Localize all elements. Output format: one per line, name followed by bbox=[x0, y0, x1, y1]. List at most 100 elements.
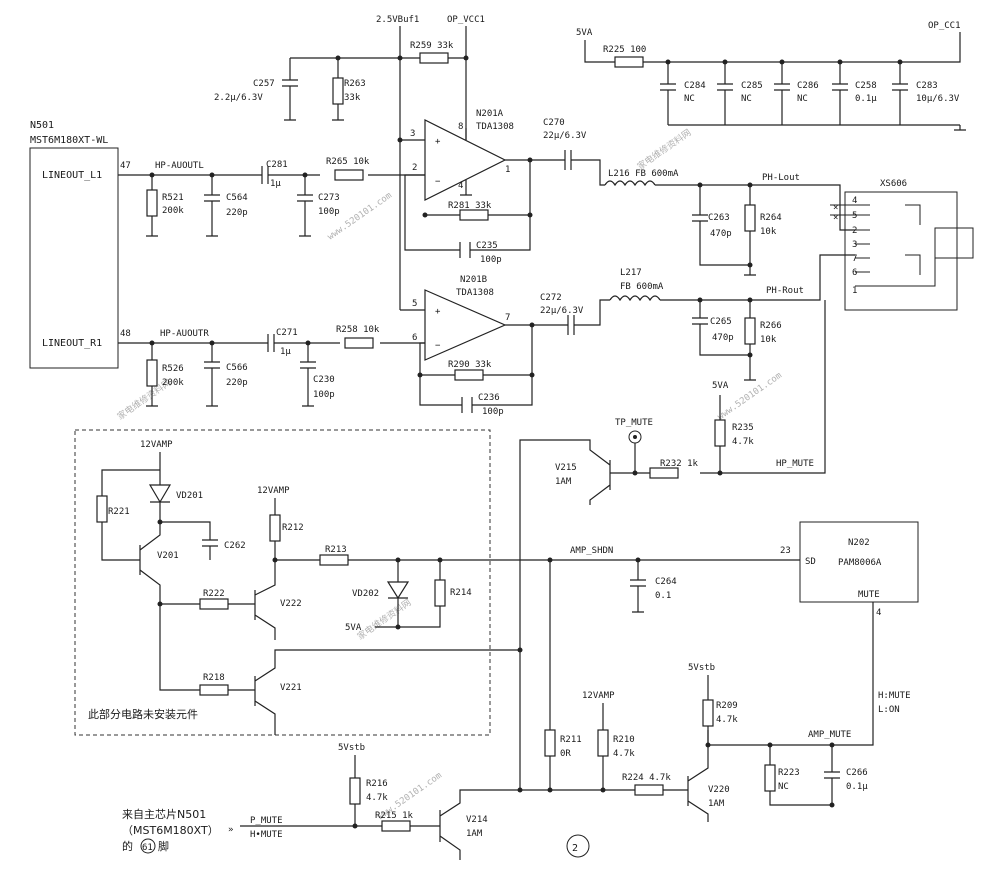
label-v214: V214 bbox=[466, 815, 488, 825]
note-from-chip-pin: 61 bbox=[142, 843, 153, 853]
label-r225: R225 100 bbox=[603, 45, 646, 55]
xs606-pin1: 1 bbox=[852, 286, 857, 296]
label-r216: R216 bbox=[366, 779, 388, 789]
note-not-installed: 此部分电路未安装元件 bbox=[88, 707, 198, 721]
net-12vamp-3: 12VAMP bbox=[582, 691, 615, 701]
label-v222: V222 bbox=[280, 599, 302, 609]
xs606-pin4: 4 bbox=[852, 196, 857, 206]
resistor-r221 bbox=[96, 495, 108, 523]
label-c284: C284 bbox=[684, 81, 706, 91]
label-r222: R222 bbox=[203, 589, 225, 599]
inductor-l217 bbox=[609, 295, 661, 302]
resistor-r265 bbox=[334, 169, 364, 181]
label-c236: C236 bbox=[478, 393, 500, 403]
value-c286: NC bbox=[797, 94, 808, 104]
label-r224: R224 4.7k bbox=[622, 773, 671, 783]
value-c264: 0.1 bbox=[655, 591, 671, 601]
n201b-pin5: 5 bbox=[412, 299, 417, 309]
value-c265: 470p bbox=[712, 333, 734, 343]
n202-pin23: 23 bbox=[780, 546, 791, 556]
value-c283: 10μ/6.3V bbox=[916, 94, 960, 104]
mute-drive-section: R211 0R 12VAMP R210 4.7k R224 4.7k V220 … bbox=[122, 663, 868, 860]
xs606-ref: XS606 bbox=[880, 179, 907, 189]
label-c265: C265 bbox=[710, 317, 732, 327]
note-from-chip-1: 来自主芯片N501 bbox=[122, 807, 206, 821]
label-vd202: VD202 bbox=[352, 589, 379, 599]
resistor-r225 bbox=[614, 56, 644, 68]
bias-supply: 2.5VBuf1 OP_VCC1 R259 33k R263 33k C257 … bbox=[214, 15, 485, 311]
jack-xs606: XS606 × × 4 5 2 3 7 6 1 bbox=[830, 179, 974, 311]
net-tp-mute: TP_MUTE bbox=[615, 418, 653, 428]
label-r290: R290 33k bbox=[448, 360, 492, 370]
note-from-chip-4: 脚 bbox=[158, 839, 169, 853]
value-c230: 100p bbox=[313, 390, 335, 400]
watermark-cn: 家电维修资料网 bbox=[635, 126, 694, 172]
value-r209: 4.7k bbox=[716, 715, 738, 725]
label-r258: R258 10k bbox=[336, 325, 380, 335]
net-hp-auoutl: HP-AUOUTL bbox=[155, 161, 204, 171]
label-c564: C564 bbox=[226, 193, 248, 203]
n201a-pin1: 1 bbox=[505, 165, 510, 175]
label-c272: C272 bbox=[540, 293, 562, 303]
note-h-mute: H:MUTE bbox=[878, 691, 911, 701]
ic-n501: N501 MST6M180XT-WL LINEOUT_L1 LINEOUT_R1… bbox=[29, 120, 131, 369]
value-c285: NC bbox=[741, 94, 752, 104]
resistor-r290 bbox=[454, 369, 484, 381]
label-r210: R210 bbox=[613, 735, 635, 745]
label-c281: C281 bbox=[266, 160, 288, 170]
label-c263: C263 bbox=[708, 213, 730, 223]
label-r266: R266 bbox=[760, 321, 782, 331]
label-r218: R218 bbox=[203, 673, 225, 683]
label-r521: R521 bbox=[162, 193, 184, 203]
resistor-r209 bbox=[702, 699, 714, 727]
net-5vstb-2: 5Vstb bbox=[338, 743, 365, 753]
value-r526: 200k bbox=[162, 378, 184, 388]
opamp-n201a: + − 3 2 8 4 1 N201A TDA1308 R281 33k C23… bbox=[404, 109, 533, 265]
resistor-r215 bbox=[381, 820, 411, 832]
label-c262: C262 bbox=[224, 541, 246, 551]
n201b-pin7: 7 bbox=[505, 313, 510, 323]
watermark-cn: 家电维修资料网 bbox=[355, 596, 414, 642]
label-r209: R209 bbox=[716, 701, 738, 711]
hp-mute-section: TP_MUTE 5VA R235 4.7k R232 1k HP_MUTE V2… bbox=[519, 300, 826, 790]
right-channel-input: HP-AUOUTR R526 200k C566 220p C271 1μ C2… bbox=[118, 325, 425, 407]
xs606-x-icon: × bbox=[833, 203, 838, 213]
value-v215: 1AM bbox=[555, 477, 572, 487]
resistor-r211 bbox=[544, 729, 556, 757]
value-l217: FB 600mA bbox=[620, 282, 664, 292]
label-r215: R215 1k bbox=[375, 811, 414, 821]
label-c270: C270 bbox=[543, 118, 565, 128]
value-c235: 100p bbox=[480, 255, 502, 265]
net-ph-rout: PH-Rout bbox=[766, 286, 804, 296]
label-v221: V221 bbox=[280, 683, 302, 693]
resistor-r232 bbox=[649, 467, 679, 479]
net-hp-auoutr: HP-AUOUTR bbox=[160, 329, 209, 339]
value-c271: 1μ bbox=[280, 347, 291, 357]
label-r526: R526 bbox=[162, 364, 184, 374]
label-r223: R223 bbox=[778, 768, 800, 778]
label-c271: C271 bbox=[276, 328, 298, 338]
inductor-l216 bbox=[604, 180, 656, 187]
figure-circle-icon bbox=[566, 834, 590, 858]
value-r266: 10k bbox=[760, 335, 777, 345]
n202-part: PAM8006A bbox=[838, 558, 882, 568]
net-p-mute: P_MUTE bbox=[250, 816, 283, 826]
n201b-part: TDA1308 bbox=[456, 288, 494, 298]
net-5va-low: 5VA bbox=[345, 623, 362, 633]
value-c257: 2.2μ/6.3V bbox=[214, 93, 263, 103]
n201a-pin8: 8 bbox=[458, 122, 463, 132]
n201a-pin4: 4 bbox=[458, 181, 463, 191]
value-c273: 100p bbox=[318, 207, 340, 217]
label-c286: C286 bbox=[797, 81, 819, 91]
resistor-r266 bbox=[744, 317, 756, 345]
n201a-ref: N201A bbox=[476, 109, 504, 119]
resistor-r224 bbox=[634, 784, 664, 796]
n202-ref: N202 bbox=[848, 538, 870, 548]
label-v201: V201 bbox=[157, 551, 179, 561]
label-c273: C273 bbox=[318, 193, 340, 203]
n201a-pin2: 2 bbox=[412, 163, 417, 173]
uninstalled-region: 此部分电路未安装元件 12VAMP R221 VD201 C262 V201 R… bbox=[74, 429, 523, 736]
note-l-on: L:ON bbox=[878, 705, 900, 715]
resistor-r210 bbox=[597, 729, 609, 757]
xs606-pin2: 2 bbox=[852, 226, 857, 236]
